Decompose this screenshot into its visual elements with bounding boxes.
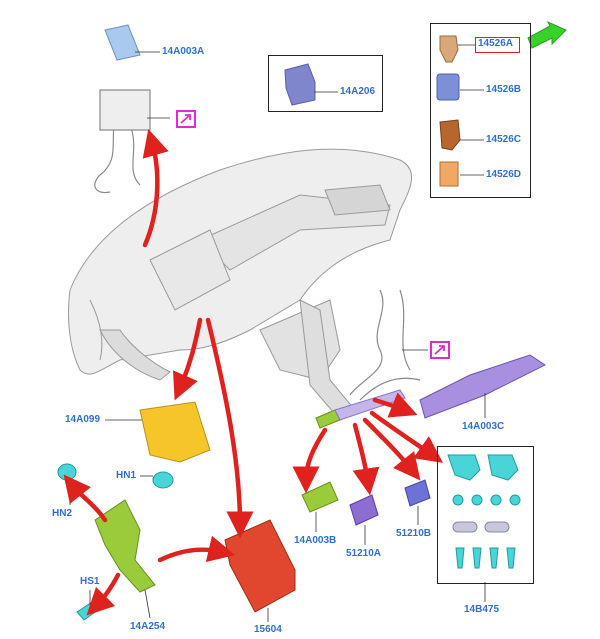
module-15604	[224, 519, 296, 613]
label-HN1[interactable]: HN1	[116, 470, 137, 481]
fuse-14526B	[436, 73, 460, 101]
label-14A254[interactable]: 14A254	[130, 621, 166, 632]
label-51210B[interactable]: 51210B	[396, 528, 432, 539]
arrow-to-HS1	[86, 572, 121, 616]
clip-51210B	[404, 479, 431, 507]
label-14526C[interactable]: 14526C	[486, 134, 522, 145]
relay-box	[268, 55, 383, 112]
bracket-14A254	[94, 499, 156, 593]
label-14526A[interactable]: 14526A	[478, 38, 514, 49]
arrow-to-14A003A	[142, 129, 169, 248]
arrow-HN1-to-HN2	[63, 474, 108, 523]
arrow-to-14B475	[369, 410, 443, 463]
label-14A206[interactable]: 14A206	[340, 86, 376, 97]
label-14A003A[interactable]: 14A003A	[162, 46, 205, 57]
green-pointer-arrow	[527, 20, 567, 49]
label-14A003C[interactable]: 14A003C	[462, 421, 505, 432]
arrow-to-14A099	[172, 317, 203, 401]
label-14A003B[interactable]: 14A003B	[294, 535, 337, 546]
fuse-group-box	[430, 23, 531, 198]
red-arrows	[63, 129, 443, 616]
arrow-to-14A003B	[292, 427, 328, 494]
arrow-to-15604	[205, 317, 254, 539]
nut-HN1	[152, 471, 174, 489]
relay-14A206	[284, 63, 316, 106]
label-51210A[interactable]: 51210A	[346, 548, 382, 559]
label-14B475[interactable]: 14B475	[464, 604, 500, 615]
wiring-harness-sketch	[94, 89, 421, 401]
harness-14A003C	[419, 354, 546, 419]
module-14A003A	[104, 24, 141, 61]
arrow-to-51210B	[362, 417, 421, 481]
nut-HN2	[57, 463, 77, 481]
arrow-to-51210A	[352, 422, 380, 496]
label-14526D[interactable]: 14526D	[486, 169, 522, 180]
arrow-to-15604-from-bracket	[157, 535, 236, 563]
module-14A003B	[301, 481, 339, 513]
kit-14B475-contents	[447, 454, 521, 569]
bracket-14A099	[139, 401, 211, 463]
label-HS1[interactable]: HS1	[80, 576, 100, 587]
pink-external-link-icon[interactable]	[430, 341, 450, 359]
fuse-14526D	[439, 161, 459, 187]
kit-box	[437, 446, 534, 584]
pink-external-link-icon[interactable]	[176, 110, 196, 128]
label-15604[interactable]: 15604	[254, 624, 282, 635]
label-14526B[interactable]: 14526B	[486, 84, 522, 95]
dashboard-illustration	[68, 148, 413, 421]
selected-part-highlight	[475, 37, 520, 53]
arrow-to-14A003C	[372, 392, 418, 418]
label-14A099[interactable]: 14A099	[65, 414, 101, 425]
clip-51210A	[349, 494, 379, 526]
fuse-14526A	[439, 35, 459, 63]
fuse-14526C	[439, 119, 461, 151]
label-HN2[interactable]: HN2	[52, 508, 73, 519]
